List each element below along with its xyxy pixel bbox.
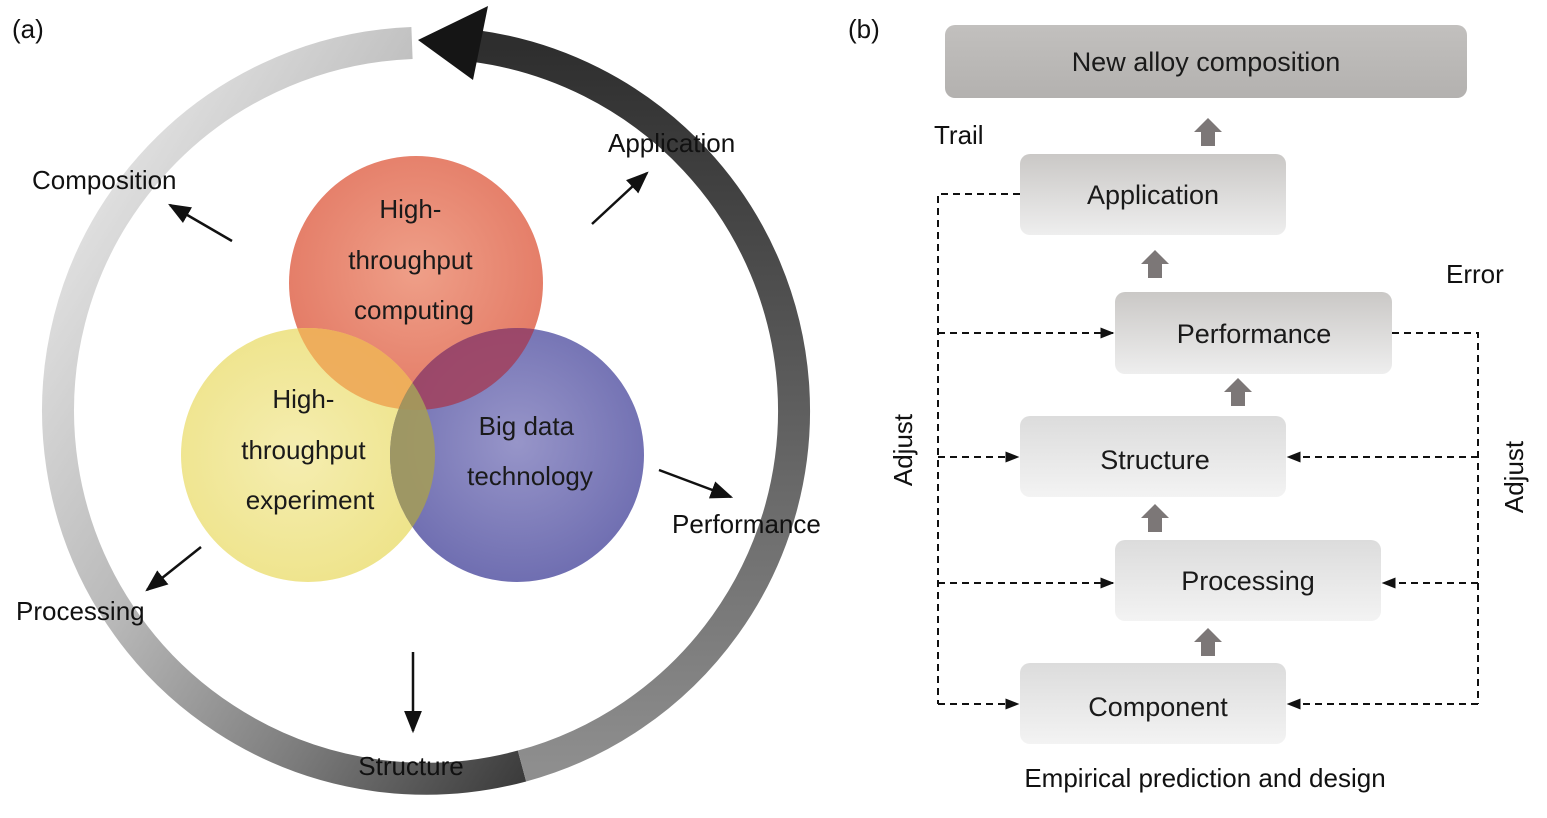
application-box [1020,154,1286,235]
computing-label: High- throughput computing [348,194,480,325]
experiment-label: High- throughput experiment [241,384,375,515]
structure-label: Structure [358,751,464,781]
performance-box-label: Performance [1177,319,1332,349]
cycle-ring-light-arc [42,27,527,795]
structure-box-label: Structure [1100,445,1210,475]
trail-label: Trail [934,120,984,150]
new-alloy-box [945,25,1467,98]
adjust-left-label: Adjust [888,413,918,486]
processing-box [1115,540,1381,621]
performance-label: Performance [672,509,821,539]
application-box-label: Application [1087,180,1219,210]
right-loop-spine [1392,332,1479,704]
up-arrow-icon [1194,628,1222,656]
up-arrow-icon [1141,250,1169,278]
new-alloy-label: New alloy composition [1072,47,1341,77]
up-arrow-icon [1141,504,1169,532]
venn-diagram [181,156,644,582]
structure-box [1020,416,1286,497]
composition-arrow-icon [168,203,233,243]
component-box [1020,663,1286,744]
adjust-right-label: Adjust [1499,440,1529,513]
application-arrow-icon [591,171,649,225]
caption: Empirical prediction and design [1024,763,1385,793]
right-adjust-loop [1286,332,1479,710]
up-arrow-icon [1224,378,1252,406]
cycle-arrowhead-icon [418,6,488,80]
processing-label: Processing [16,596,145,626]
left-loop-spine [937,193,1020,704]
processing-box-label: Processing [1181,566,1315,596]
up-arrow-icon [1194,118,1222,146]
processing-arrow-icon [145,546,202,592]
left-adjust-loop [937,193,1115,710]
bigdata-label: Big data technology [467,411,593,491]
overlap-red-yellow [289,328,435,410]
up-arrows [1141,118,1252,656]
error-label: Error [1446,259,1504,289]
panel-a-tag: (a) [12,14,44,44]
component-box-label: Component [1088,692,1228,722]
performance-box [1115,292,1392,374]
performance-arrow-icon [658,468,734,499]
composition-label: Composition [32,165,177,195]
overlap-red-blue [390,328,543,410]
application-label: Application [608,128,735,158]
cycle-ring [42,6,810,795]
panel-b-tag: (b) [848,14,880,44]
cycle-ring-dark-arc [472,30,810,782]
